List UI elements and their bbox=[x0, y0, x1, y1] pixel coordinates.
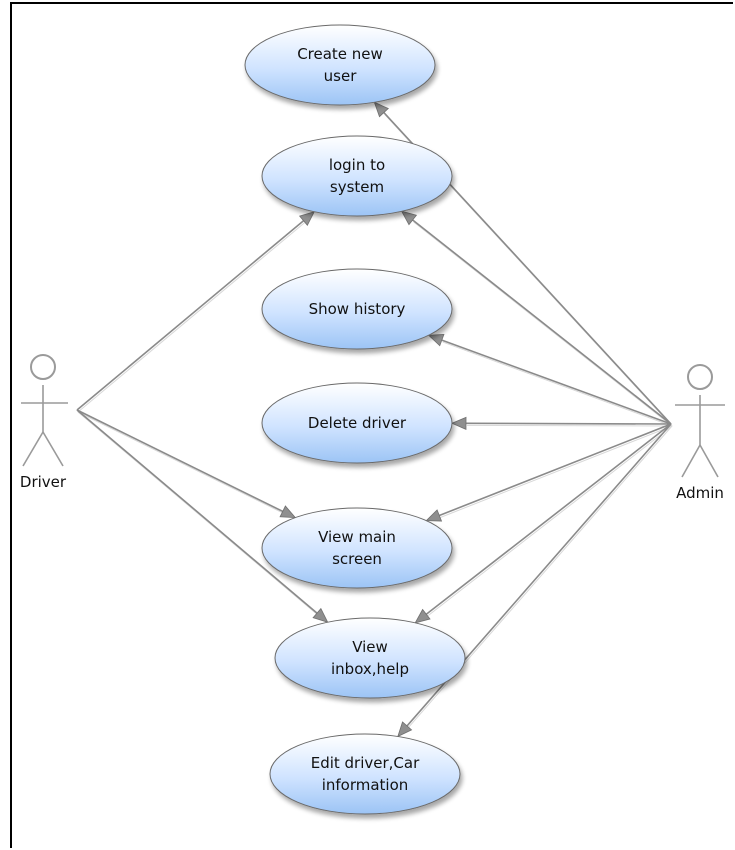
stick-figure-icon bbox=[21, 354, 68, 467]
use-case-label: system bbox=[330, 178, 384, 196]
use-case-ellipse bbox=[269, 733, 461, 815]
use-case-label: Create new bbox=[297, 45, 383, 63]
actor-driver[interactable]: Driver bbox=[20, 354, 68, 491]
use-case-label: Show history bbox=[309, 300, 406, 318]
association-admin-to-delete-driver bbox=[450, 416, 673, 430]
association-admin-to-login-to-system bbox=[400, 210, 673, 427]
arrowhead bbox=[373, 101, 389, 118]
stick-figure-icon bbox=[675, 364, 725, 478]
association-driver-to-view-main-screen bbox=[76, 409, 297, 519]
use-case-label: View main bbox=[318, 528, 396, 546]
association-admin-to-view-main-screen bbox=[425, 423, 673, 522]
use-case-label: inbox,help bbox=[331, 660, 409, 678]
arrowhead bbox=[298, 211, 316, 227]
use-case-ellipse bbox=[274, 617, 466, 699]
use-case-login-to-system[interactable]: login to system bbox=[261, 135, 453, 217]
actor-label: Admin bbox=[676, 484, 724, 502]
use-case-ellipse bbox=[261, 268, 453, 350]
use-case-label: screen bbox=[332, 550, 382, 568]
use-case-create-new-user[interactable]: Create new user bbox=[244, 24, 436, 106]
arrowhead bbox=[414, 608, 431, 624]
association-admin-to-view-inbox-help bbox=[414, 423, 673, 624]
use-case-show-history[interactable]: Show history bbox=[261, 268, 453, 350]
use-case-label: login to bbox=[329, 156, 385, 174]
arrowhead bbox=[450, 416, 467, 430]
arrowhead bbox=[425, 509, 443, 522]
actor-admin[interactable]: Admin bbox=[675, 364, 725, 502]
use-case-delete-driver[interactable]: Delete driver bbox=[261, 382, 453, 464]
diagram-frame bbox=[10, 2, 733, 848]
association-admin-to-show-history bbox=[427, 334, 673, 427]
arrowhead bbox=[400, 210, 418, 226]
association-admin-to-edit-driver-car-information bbox=[397, 423, 673, 738]
actor-label: Driver bbox=[20, 473, 67, 491]
arrowhead bbox=[312, 607, 329, 623]
use-case-ellipse bbox=[244, 24, 436, 106]
use-case-label: information bbox=[322, 776, 409, 794]
use-case-label: Edit driver,Car bbox=[311, 754, 420, 772]
use-case-label: user bbox=[324, 67, 358, 85]
use-case-view-inbox-help[interactable]: View inbox,help bbox=[274, 617, 466, 699]
arrowhead bbox=[279, 505, 297, 519]
arrowhead bbox=[397, 721, 413, 738]
association-driver-to-view-inbox-help bbox=[76, 409, 329, 623]
association-driver-to-login-to-system bbox=[76, 211, 316, 413]
use-case-edit-driver-car-information[interactable]: Edit driver,Car information bbox=[269, 733, 461, 815]
use-case-label: View bbox=[352, 638, 388, 656]
use-case-ellipse bbox=[261, 135, 453, 217]
use-case-label: Delete driver bbox=[308, 414, 407, 432]
use-case-ellipse bbox=[261, 382, 453, 464]
use-case-view-main-screen[interactable]: View main screen bbox=[261, 507, 453, 589]
arrowhead bbox=[427, 334, 445, 347]
use-case-ellipse bbox=[261, 507, 453, 589]
